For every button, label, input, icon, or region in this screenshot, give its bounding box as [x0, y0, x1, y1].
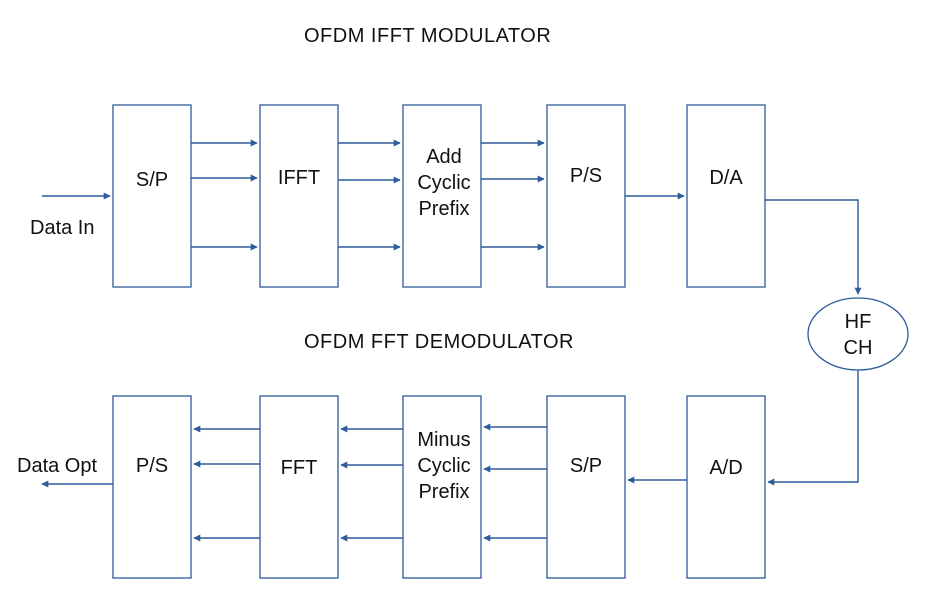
mod-ps-block	[546, 104, 626, 288]
mod-ifft-label: IFFT	[277, 167, 321, 189]
demodulator-title: OFDM FFT DEMODULATOR	[304, 331, 574, 353]
mod-sp-block	[112, 104, 192, 288]
data-in-label: Data In	[30, 217, 95, 239]
demod-ad-label: A/D	[709, 457, 743, 479]
mod-ps-label: P/S	[569, 165, 603, 187]
mod-add-cp-label: Add Cyclic Prefix	[417, 146, 471, 220]
arrow-da-to-channel	[765, 199, 862, 295]
demod-ps-label: P/S	[135, 455, 169, 477]
demod-minus-cp-label: Minus Cyclic Prefix	[417, 429, 471, 503]
mod-da-label: D/A	[709, 167, 743, 189]
demod-minus-cp-block	[402, 395, 482, 579]
demod-fft-block	[259, 395, 339, 579]
demod-sp-label: S/P	[569, 455, 603, 477]
blocks-layer	[112, 104, 909, 579]
mod-add-cp-block	[402, 104, 482, 288]
mod-ifft-block	[259, 104, 339, 288]
mod-da-block	[686, 104, 766, 288]
channel-label: HF CH	[843, 311, 873, 359]
arrows-layer	[41, 139, 862, 542]
demod-sp-block	[546, 395, 626, 579]
demod-fft-label: FFT	[280, 457, 318, 479]
modulator-title: OFDM IFFT MODULATOR	[304, 25, 552, 47]
data-out-label: Data Opt	[17, 455, 98, 477]
demod-ad-block	[686, 395, 766, 579]
arrow-channel-to-ad	[767, 370, 859, 486]
mod-sp-label: S/P	[135, 169, 169, 191]
demod-ps-block	[112, 395, 192, 579]
